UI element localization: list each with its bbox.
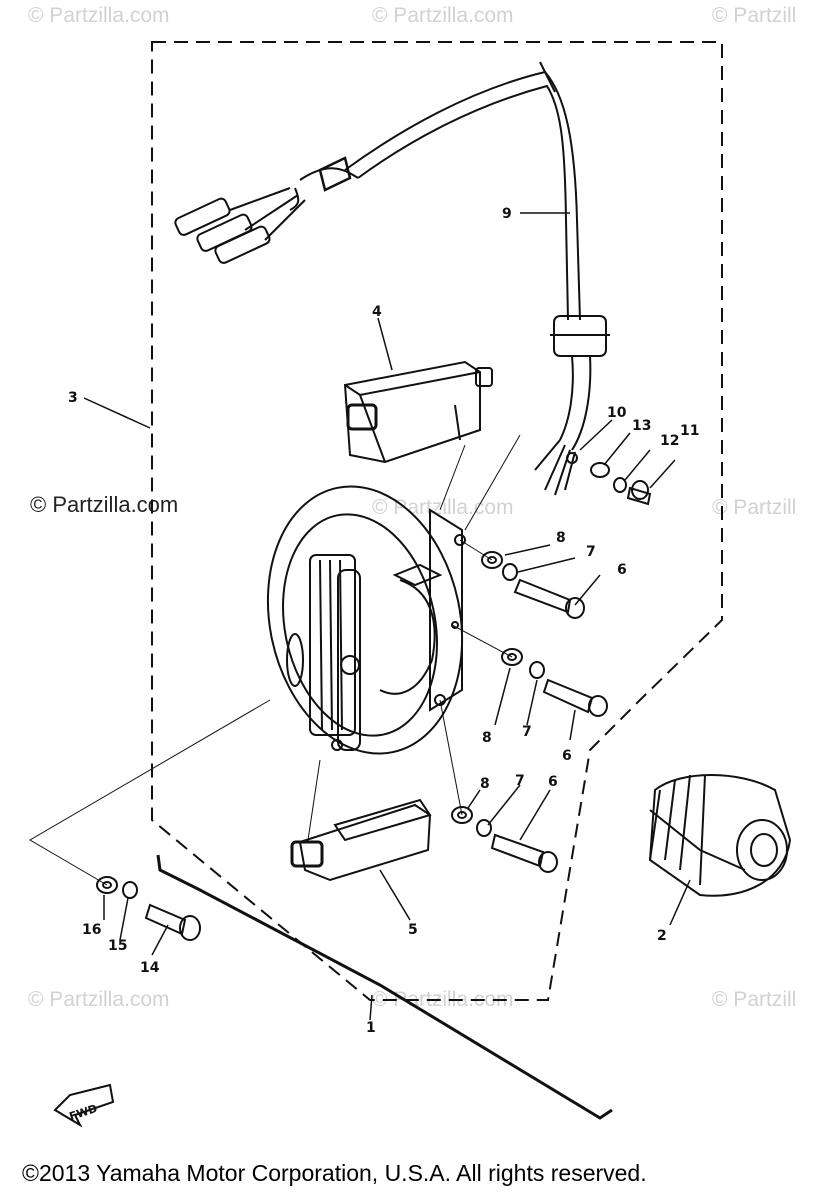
watermark-top-center: © Partzilla.com: [372, 4, 514, 27]
watermark-mid-right: © Partzill: [712, 496, 797, 519]
stator-plate: [266, 485, 466, 755]
callout-8-lower: 8: [480, 776, 490, 792]
pulser-coil: [290, 798, 432, 882]
callout-12: 12: [660, 433, 679, 449]
part-1-bracket: [156, 854, 613, 1120]
watermark-mid-left: © Partzilla.com: [30, 492, 179, 517]
copyright-notice: ©2013 Yamaha Motor Corporation, U.S.A. A…: [22, 1160, 647, 1186]
assembly-boundary: [151, 41, 723, 1001]
callout-16: 16: [82, 922, 101, 938]
fwd-label: FWD: [68, 1102, 99, 1123]
callout-7-middle: 7: [522, 724, 532, 740]
callout-11: 11: [680, 423, 699, 439]
fastener-set-middle: [501, 648, 608, 717]
reference-lines: [29, 434, 521, 886]
callout-3: 3: [68, 390, 78, 406]
callout-4: 4: [372, 304, 382, 320]
callout-2: 2: [657, 928, 667, 944]
fastener-set-left: [96, 876, 201, 941]
callout-1: 1: [366, 1020, 376, 1036]
watermark-top-right: © Partzill: [712, 4, 797, 27]
wire-harness: [174, 61, 610, 496]
callout-6-upper: 6: [617, 562, 627, 578]
watermark-bottom-center: © Partzilla.com: [372, 988, 514, 1011]
watermark-bottom-left: © Partzilla.com: [28, 988, 170, 1011]
watermark-mid-center: © Partzilla.com: [372, 496, 514, 519]
callout-7-upper: 7: [586, 544, 596, 560]
callout-14: 14: [140, 960, 160, 976]
clamp-hardware: [590, 462, 652, 506]
fwd-arrow-icon: [53, 1083, 115, 1128]
callout-10: 10: [607, 405, 627, 421]
callout-7-lower: 7: [515, 773, 525, 789]
callout-9: 9: [502, 206, 512, 222]
callout-8-upper: 8: [556, 530, 566, 546]
callout-6-lower: 6: [548, 774, 558, 790]
callout-13: 13: [632, 418, 651, 434]
callout-15: 15: [108, 938, 127, 954]
callout-6-middle: 6: [562, 748, 572, 764]
fastener-set-lower: [451, 806, 558, 873]
leader-lines: [83, 212, 691, 1021]
oil-filter: [648, 774, 792, 897]
ignition-coil: [343, 360, 493, 464]
watermark-top-left: © Partzilla.com: [28, 4, 170, 27]
watermark-bottom-right: © Partzill: [712, 988, 797, 1011]
callout-8-middle: 8: [482, 730, 492, 746]
fastener-set-upper: [481, 551, 585, 619]
callout-5: 5: [408, 922, 418, 938]
